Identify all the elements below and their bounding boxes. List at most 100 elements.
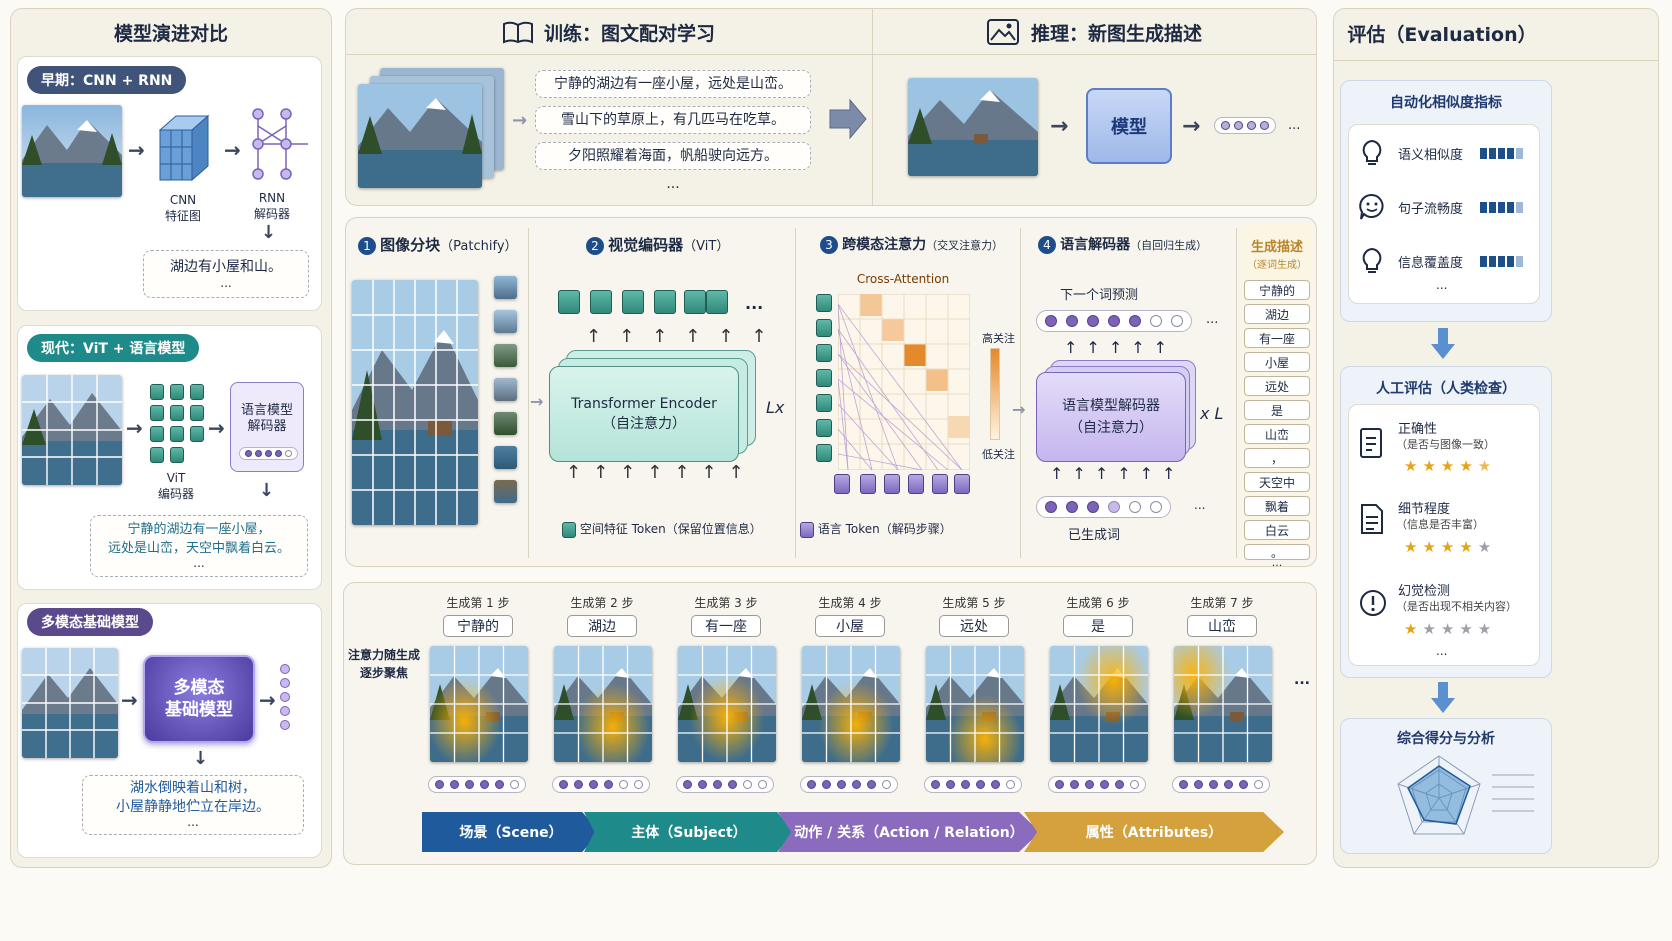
step-token-dots xyxy=(800,776,898,793)
big-arrow-icon xyxy=(829,98,867,140)
token-dot xyxy=(1100,780,1109,789)
ellipsis: ... xyxy=(1288,118,1301,133)
summary-title: 综合得分与分析 xyxy=(1397,731,1495,747)
rnn-label: RNN 解码器 xyxy=(253,191,290,221)
attention-colorbar xyxy=(990,348,1000,440)
ellipsis: ... xyxy=(666,176,680,192)
step-word: 远处 xyxy=(939,615,1009,637)
smile-icon xyxy=(1359,193,1384,220)
token-dot xyxy=(991,780,1000,789)
token-dot xyxy=(435,780,444,789)
star-rating: ★★★★★ xyxy=(1404,620,1497,638)
early-caption-box: 湖边有小屋和山。 ... xyxy=(143,250,309,298)
arrow-icon: → xyxy=(208,416,225,440)
radar-chart-icon xyxy=(1397,755,1481,835)
arrow-icon: → xyxy=(128,138,145,162)
metric-coverage xyxy=(1358,246,1386,276)
image-icon xyxy=(986,19,1019,45)
decoder-repeat: x L xyxy=(1200,404,1224,423)
encoder-output-tokens xyxy=(558,290,738,320)
early-caption: 湖边有小屋和山。 xyxy=(170,259,282,275)
token-dot xyxy=(1209,780,1218,789)
step-word: 湖边 xyxy=(567,615,637,637)
banner-label: 属性（Attributes） xyxy=(1085,825,1223,841)
arrow-down-icon: ↓ xyxy=(259,480,275,501)
step-title: 视觉编码器 xyxy=(608,236,684,254)
step-token-dots xyxy=(552,776,650,793)
attention-image xyxy=(678,646,776,762)
token-dot xyxy=(619,780,628,789)
foundation-model-label: 多模态 基础模型 xyxy=(165,678,233,720)
human-item-sub: （是否出现不相关内容） xyxy=(1396,600,1517,613)
arrow-icon: → xyxy=(126,416,143,440)
step-label: 生成第 4 步 xyxy=(818,596,882,610)
step-word: 宁静的 xyxy=(443,615,513,637)
ellipsis: ... xyxy=(1194,498,1206,512)
token-dot xyxy=(807,780,816,789)
token-dot xyxy=(1224,780,1233,789)
up-arrows: ↑↑↑↑↑↑↑ xyxy=(566,462,756,483)
encoder-label: Transformer Encoder （自注意力） xyxy=(571,396,717,432)
ellipsis: ... xyxy=(1436,278,1448,292)
next-word-dots xyxy=(1036,310,1192,332)
generation-title: 生成描述 xyxy=(1250,240,1303,255)
early-image xyxy=(22,105,122,197)
generated-word: 湖边 xyxy=(1244,304,1310,324)
checklist-icon xyxy=(1360,428,1382,458)
evolution-title: 模型演进对比 xyxy=(113,22,228,45)
foundation-model-box: 多模态 基础模型 xyxy=(143,655,255,743)
early-pill: 早期：CNN + RNN xyxy=(27,66,187,94)
token-dot xyxy=(852,780,861,789)
token-dot xyxy=(931,780,940,789)
attention-image xyxy=(1050,646,1148,762)
attention-matrix xyxy=(838,294,970,470)
high-attention-label: 高关注 xyxy=(982,332,1015,345)
step-token-dots xyxy=(1048,776,1146,793)
token-dot xyxy=(976,780,985,789)
token-dot xyxy=(1254,780,1263,789)
patchify-image xyxy=(352,280,478,525)
step-sub: （Patchify） xyxy=(440,239,518,254)
token-dot xyxy=(1194,780,1203,789)
training-title: 训练：图文配对学习 xyxy=(543,22,715,45)
lm-token-dots xyxy=(239,447,298,460)
lm-decoder-box: 语言模型 解码器 xyxy=(230,382,304,472)
metric-label: 句子流畅度 xyxy=(1398,202,1464,217)
step-header-3: 3 跨模态注意力（交叉注意力） xyxy=(820,234,1003,254)
human-item-sub: （信息是否丰富） xyxy=(1396,518,1484,531)
attention-image xyxy=(926,646,1024,762)
decoder-label: 语言模型解码器 （自注意力） xyxy=(1062,398,1160,436)
step-token-dots xyxy=(676,776,774,793)
modern-pill: 现代：ViT + 语言模型 xyxy=(27,334,200,362)
foundation-caption: 湖水倒映着山和树， 小屋静静地伫立在岸边。 xyxy=(116,780,270,815)
encoder-repeat: Lx xyxy=(766,398,785,417)
token-dot xyxy=(1085,780,1094,789)
generated-words-label: 已生成词 xyxy=(1068,528,1121,543)
token-dot xyxy=(604,780,613,789)
inference-title: 推理：新图生成描述 xyxy=(1030,22,1202,45)
landscape-image-icon xyxy=(22,105,122,197)
vit-token-grid xyxy=(150,384,206,464)
arrow-icon: → xyxy=(1012,400,1026,419)
generated-word: 远处 xyxy=(1244,376,1310,396)
step-label: 生成第 5 步 xyxy=(942,596,1006,610)
cnn-cube-icon xyxy=(158,114,210,182)
metric-fluency xyxy=(1358,192,1386,222)
foundation-caption-box: 湖水倒映着山和树， 小屋静静地伫立在岸边。 ... xyxy=(82,775,304,835)
step-token-dots xyxy=(1172,776,1270,793)
arrow-down-icon xyxy=(1431,328,1455,359)
step-word: 小屋 xyxy=(815,615,885,637)
generated-word: 宁静的 xyxy=(1244,280,1310,300)
pipeline-divider xyxy=(1236,228,1237,558)
token-dot xyxy=(1055,780,1064,789)
arrow-icon: → xyxy=(121,688,138,712)
attention-image xyxy=(430,646,528,762)
generated-word: 。 xyxy=(1244,544,1310,560)
generated-word-dots xyxy=(1036,496,1171,518)
evaluation-title: 评估（Evaluation） xyxy=(1347,23,1537,46)
step-number: 4 xyxy=(1038,236,1056,254)
arrow-icon: → xyxy=(1050,114,1069,139)
token-dot xyxy=(882,780,891,789)
pipeline-divider xyxy=(1020,228,1021,558)
modern-grid-image xyxy=(22,375,122,485)
